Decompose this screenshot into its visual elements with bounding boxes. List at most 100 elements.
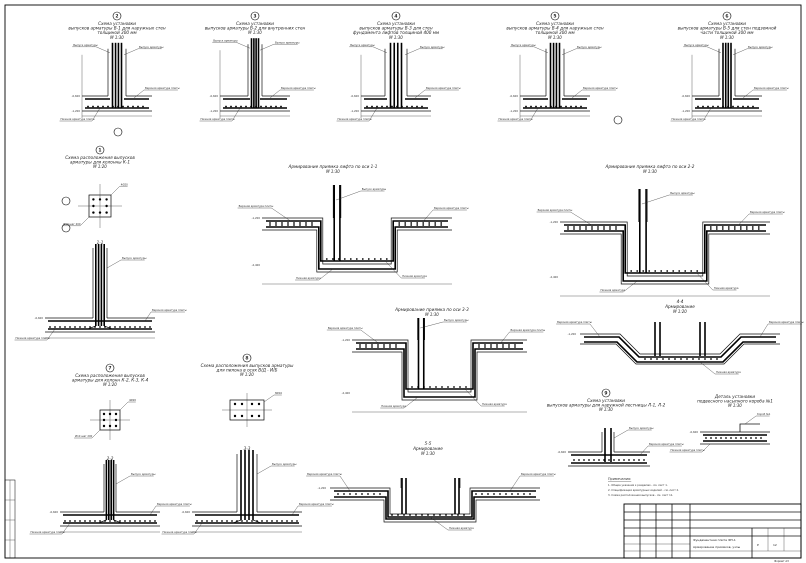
column-bar-dot bbox=[105, 211, 108, 214]
detail-title-line: Схема установки bbox=[536, 21, 574, 26]
rebar-dot bbox=[457, 514, 459, 516]
column-bar-dot bbox=[102, 418, 106, 422]
rebar-dot bbox=[299, 224, 301, 226]
rebar-dot bbox=[416, 105, 418, 108]
rebar-dot bbox=[144, 326, 146, 328]
rebar-dot bbox=[89, 520, 91, 522]
rebar-dot bbox=[343, 258, 346, 260]
rebar-dot bbox=[578, 459, 580, 461]
rebar-dot bbox=[567, 226, 569, 228]
rebar-dot bbox=[656, 358, 658, 360]
section-title: 1-1 bbox=[97, 240, 104, 245]
rebar-dot bbox=[529, 493, 531, 495]
rebar-dot bbox=[573, 228, 575, 230]
elevation-mark: -0,600 bbox=[35, 316, 44, 320]
leader-label: Выпуск арматуры bbox=[444, 318, 468, 322]
leader-label: Выпуск арматуры bbox=[122, 256, 146, 260]
rebar-dot bbox=[386, 105, 388, 108]
rebar-dot bbox=[275, 222, 277, 224]
rebar-dot bbox=[311, 222, 313, 224]
detail-title-line: фундамента лифтов толщиной 400 мм bbox=[353, 30, 439, 35]
rebar-dot bbox=[709, 226, 712, 228]
callout-circle bbox=[61, 223, 71, 233]
rebar-dot bbox=[709, 228, 712, 230]
rebar-dot bbox=[94, 520, 96, 522]
rebar-dot bbox=[648, 270, 651, 272]
rebar-dot bbox=[660, 270, 663, 272]
rebar-dot bbox=[296, 520, 298, 522]
elevation-mark: -2,400 bbox=[252, 263, 261, 267]
rebar-dot bbox=[417, 386, 419, 388]
detail-scale: М 1:30 bbox=[110, 35, 124, 40]
rebar-dot bbox=[122, 105, 124, 108]
rebar-dot bbox=[739, 226, 742, 228]
column-bar-dot bbox=[105, 204, 108, 208]
rebar-dot bbox=[206, 520, 208, 522]
detail-title-line: части толщиной 300 мм bbox=[700, 30, 753, 35]
rebar-dot bbox=[403, 514, 405, 516]
leader-label: Ø10 шаг 200 bbox=[63, 221, 81, 226]
rebar-dot bbox=[434, 224, 437, 226]
rebar-dot bbox=[715, 228, 718, 230]
leader-label: Выпуск арматуры bbox=[139, 45, 163, 49]
rebar-dot bbox=[720, 437, 722, 439]
leader-label: Верхняя арматура плиты bbox=[145, 86, 180, 90]
leader-label: Нижняя арматура bbox=[716, 370, 741, 374]
rebar-dot bbox=[591, 228, 593, 230]
detail-scale: М 1:30 bbox=[248, 30, 262, 35]
rebar-dot bbox=[361, 493, 363, 495]
rebar-dot bbox=[662, 358, 664, 360]
rebar-dot bbox=[134, 520, 136, 522]
leader-label: Верхняя арматура плиты bbox=[754, 86, 789, 90]
elevation-mark: -1,200 bbox=[351, 109, 360, 113]
detail-marker-number: 3 bbox=[253, 14, 256, 20]
detail-marker-circle bbox=[550, 11, 560, 21]
leader-label: Верхняя арматура плиты bbox=[328, 326, 363, 330]
rebar-dot bbox=[684, 270, 687, 272]
rebar-dot bbox=[371, 344, 373, 346]
column-bar-dot bbox=[102, 424, 106, 428]
rebar-dot bbox=[134, 326, 136, 328]
rebar-dot bbox=[757, 228, 760, 230]
rebar-dot bbox=[751, 226, 754, 228]
section-title: 4-4 bbox=[677, 299, 684, 304]
rebar-dot bbox=[585, 228, 587, 230]
rebar-dot bbox=[337, 493, 339, 495]
rebar-dot bbox=[484, 344, 486, 346]
rebar-dot bbox=[732, 105, 734, 108]
rebar-dot bbox=[97, 105, 99, 108]
rebar-dot bbox=[745, 228, 748, 230]
rebar-dot bbox=[225, 105, 227, 108]
leader-label: Выпуск арматуры bbox=[350, 43, 374, 47]
leader-label: Верхняя арматура плиты bbox=[281, 86, 316, 90]
note-item: 2. Спецификация арматурных изделий - см.… bbox=[608, 488, 679, 492]
detail-title-line: Схема установки bbox=[708, 21, 746, 26]
rebar-dot bbox=[597, 228, 599, 230]
detail-marker-circle bbox=[722, 11, 732, 21]
elevation-mark: -0,600 bbox=[351, 94, 360, 98]
rebar-dot bbox=[505, 493, 507, 495]
rebar-dot bbox=[421, 105, 423, 108]
rebar-dot bbox=[211, 520, 213, 522]
rebar-dot bbox=[201, 520, 203, 522]
section-title: Армирование приямка лифта по оси 2-2 bbox=[605, 164, 695, 169]
rebar-dot bbox=[608, 459, 610, 461]
rebar-dot bbox=[343, 493, 345, 495]
pilon-bar-dot bbox=[233, 402, 237, 406]
rebar-dot bbox=[530, 105, 532, 108]
rebar-dot bbox=[643, 459, 645, 461]
column-bar-dot bbox=[108, 424, 112, 428]
leader-label: Выпуск арматуры bbox=[362, 187, 386, 191]
rebar-dot bbox=[733, 226, 736, 228]
rebar-dot bbox=[129, 326, 131, 328]
leader-label: Верхняя арматура плиты bbox=[557, 320, 592, 324]
rebar-dot bbox=[441, 386, 443, 388]
